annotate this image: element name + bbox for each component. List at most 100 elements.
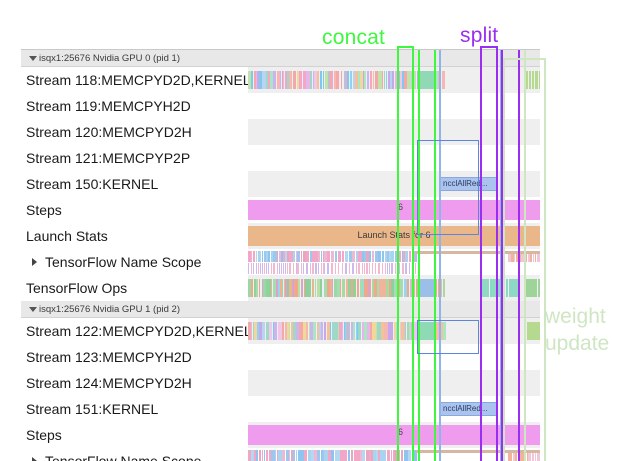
name-scope-stripe[interactable] (376, 450, 378, 461)
event-stripe[interactable] (340, 71, 343, 89)
name-scope-stripe[interactable] (383, 450, 387, 461)
name-scope-substripe[interactable] (341, 263, 343, 274)
event-stripe[interactable] (438, 322, 440, 340)
name-scope-stripe[interactable] (415, 450, 418, 461)
steps-band[interactable]: 6 (248, 425, 540, 445)
event-stripe[interactable] (308, 279, 312, 297)
event-stripe[interactable] (254, 322, 257, 340)
name-scope-stripe[interactable] (511, 254, 514, 262)
event-stripe[interactable] (525, 279, 527, 297)
event-stripe[interactable] (350, 71, 353, 89)
event-stripe[interactable] (283, 279, 285, 297)
event-stripe[interactable] (313, 322, 317, 340)
event-stripe[interactable] (337, 279, 340, 297)
event-stripe[interactable] (303, 279, 306, 297)
event-stripe[interactable] (266, 279, 269, 297)
name-scope-stripe[interactable] (515, 254, 518, 262)
name-scope-stripe[interactable] (256, 450, 259, 461)
event-stripe[interactable] (352, 71, 355, 89)
event-stripe[interactable] (359, 279, 363, 297)
event-stripe[interactable] (516, 279, 519, 297)
name-scope-stripe[interactable] (534, 254, 537, 262)
event-stripe[interactable] (293, 322, 296, 340)
name-scope-stripe[interactable] (344, 251, 349, 262)
name-scope-stripe[interactable] (340, 450, 344, 461)
name-scope-substripe[interactable] (268, 263, 270, 274)
event-stripe[interactable] (437, 279, 439, 297)
caret-right-icon[interactable] (32, 457, 37, 461)
name-scope-stripe[interactable] (338, 450, 340, 461)
event-stripe[interactable] (390, 322, 394, 340)
name-scope-substripe[interactable] (300, 263, 302, 274)
event-stripe[interactable] (369, 322, 373, 340)
event-stripe[interactable] (313, 71, 317, 89)
event-stripe[interactable] (442, 279, 446, 297)
event-stripe[interactable] (334, 71, 336, 89)
event-stripe[interactable] (533, 279, 536, 297)
name-scope-substripe[interactable] (248, 263, 250, 274)
event-stripe[interactable] (268, 279, 272, 297)
name-scope-stripe[interactable] (403, 450, 406, 461)
name-scope-stripe[interactable] (255, 251, 258, 262)
name-scope-substripe[interactable] (374, 263, 377, 274)
event-stripe[interactable] (285, 71, 287, 89)
event-stripe[interactable] (250, 71, 254, 89)
name-scope-stripe[interactable] (530, 254, 533, 262)
name-scope-substripe[interactable] (287, 263, 289, 274)
name-scope-substripe[interactable] (364, 263, 366, 274)
event-stripe[interactable] (288, 322, 290, 340)
name-scope-substripe[interactable] (322, 263, 324, 274)
name-scope-stripe[interactable] (263, 251, 266, 262)
track-label-tensorflow-name-scope[interactable]: TensorFlow Name Scope (21, 448, 248, 461)
name-scope-substripe[interactable] (330, 263, 333, 274)
event-stripe[interactable] (356, 279, 358, 297)
event-stripe[interactable] (346, 71, 350, 89)
event-stripe[interactable] (505, 279, 509, 297)
name-scope-stripe[interactable] (373, 450, 376, 461)
name-scope-stripe[interactable] (401, 251, 403, 262)
event-stripe[interactable] (258, 322, 262, 340)
name-scope-stripe[interactable] (334, 450, 338, 461)
event-stripe[interactable] (296, 322, 299, 340)
event-stripe[interactable] (372, 71, 375, 89)
name-scope-stripe[interactable] (378, 450, 380, 461)
name-scope-span[interactable] (416, 450, 540, 453)
event-stripe[interactable] (441, 71, 445, 89)
event-stripe[interactable] (357, 279, 360, 297)
name-scope-stripe[interactable] (252, 251, 256, 262)
name-scope-stripe[interactable] (341, 251, 345, 262)
name-scope-stripe[interactable] (389, 251, 391, 262)
name-scope-substripe[interactable] (260, 263, 261, 274)
name-scope-stripe[interactable] (514, 254, 516, 262)
name-scope-stripe[interactable] (248, 251, 251, 262)
name-scope-stripe[interactable] (302, 251, 306, 262)
name-scope-stripe[interactable] (534, 453, 537, 461)
name-scope-stripe[interactable] (289, 251, 293, 262)
track-content-row[interactable] (248, 119, 540, 145)
name-scope-stripe[interactable] (415, 251, 417, 262)
event-stripe[interactable] (374, 279, 377, 297)
name-scope-stripe[interactable] (314, 450, 317, 461)
name-scope-substripe[interactable] (263, 263, 265, 274)
name-scope-stripe[interactable] (525, 254, 528, 262)
event-stripe[interactable] (272, 322, 274, 340)
event-stripe[interactable] (384, 322, 388, 340)
name-scope-substripe[interactable] (348, 263, 351, 274)
group-header-gpu0[interactable]: isqx1:25676 Nvidia GPU 0 (pid 1) (21, 50, 248, 67)
name-scope-stripe[interactable] (381, 251, 385, 262)
name-scope-stripe[interactable] (278, 450, 282, 461)
event-stripe[interactable] (322, 71, 325, 89)
track-content-row[interactable] (248, 67, 540, 93)
launch-stats-band[interactable]: Launch Stats for 6 (248, 226, 540, 246)
event-stripe[interactable] (386, 71, 388, 89)
event-stripe[interactable] (292, 279, 295, 297)
event-stripe[interactable] (262, 71, 266, 89)
event-stripe[interactable] (293, 71, 297, 89)
name-scope-stripe[interactable] (322, 450, 324, 461)
name-scope-stripe[interactable] (251, 251, 253, 262)
event-stripe[interactable] (394, 279, 398, 297)
event-stripe[interactable] (347, 322, 349, 340)
nccl-allreduce-chip[interactable]: ncclAllRed... (440, 402, 498, 416)
event-stripe[interactable] (319, 322, 321, 340)
event-stripe[interactable] (299, 322, 303, 340)
